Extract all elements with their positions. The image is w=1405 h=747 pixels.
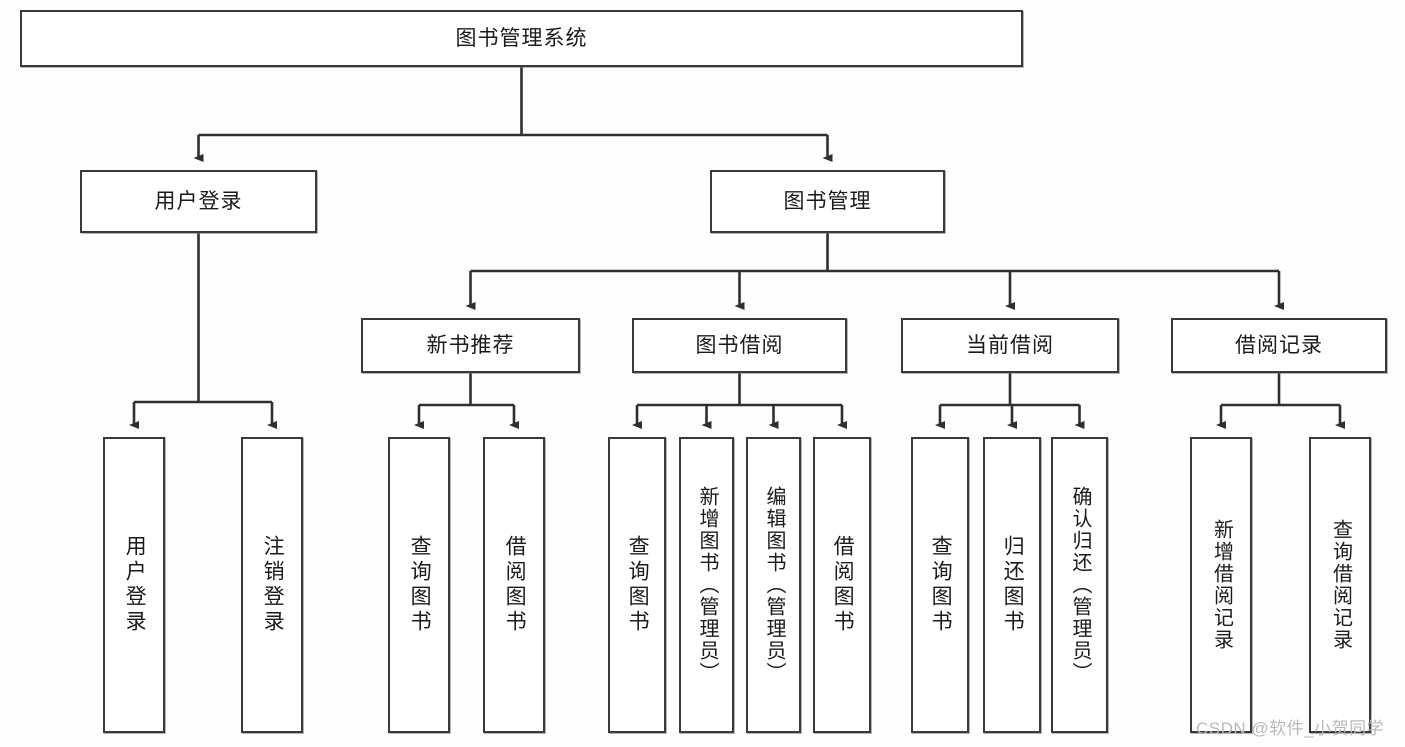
node-leaf-logout[interactable]: 注销登录 bbox=[241, 437, 303, 733]
node-leaf-query-book-recommend[interactable]: 查询图书 bbox=[388, 437, 450, 733]
node-new-book-recommend[interactable]: 新书推荐 bbox=[361, 318, 580, 373]
node-borrow-record[interactable]: 借阅记录 bbox=[1171, 318, 1387, 373]
node-leaf-add-borrow-record[interactable]: 新增借阅记录 bbox=[1190, 437, 1252, 733]
node-leaf-borrow-book[interactable]: 借阅图书 bbox=[813, 437, 871, 733]
node-leaf-borrow-book-recommend[interactable]: 借阅图书 bbox=[483, 437, 545, 733]
node-leaf-confirm-return[interactable]: 确认归还（管理员） bbox=[1051, 437, 1108, 733]
node-leaf-user-login[interactable]: 用户登录 bbox=[103, 437, 165, 733]
node-leaf-add-book[interactable]: 新增图书（管理员） bbox=[679, 437, 734, 733]
node-root[interactable]: 图书管理系统 bbox=[20, 10, 1023, 67]
node-leaf-query-book-current[interactable]: 查询图书 bbox=[911, 437, 969, 733]
node-leaf-query-borrow-record[interactable]: 查询借阅记录 bbox=[1309, 437, 1371, 733]
node-leaf-edit-book[interactable]: 编辑图书（管理员） bbox=[746, 437, 801, 733]
node-user-login[interactable]: 用户登录 bbox=[80, 170, 317, 233]
node-book-borrow[interactable]: 图书借阅 bbox=[632, 318, 847, 373]
node-leaf-return-book[interactable]: 归还图书 bbox=[983, 437, 1041, 733]
node-leaf-query-book-borrow[interactable]: 查询图书 bbox=[608, 437, 666, 733]
node-book-manage[interactable]: 图书管理 bbox=[710, 170, 945, 233]
node-current-borrow[interactable]: 当前借阅 bbox=[901, 318, 1119, 373]
csdn-watermark: CSDN @软件_小贺同学 bbox=[1196, 719, 1385, 738]
